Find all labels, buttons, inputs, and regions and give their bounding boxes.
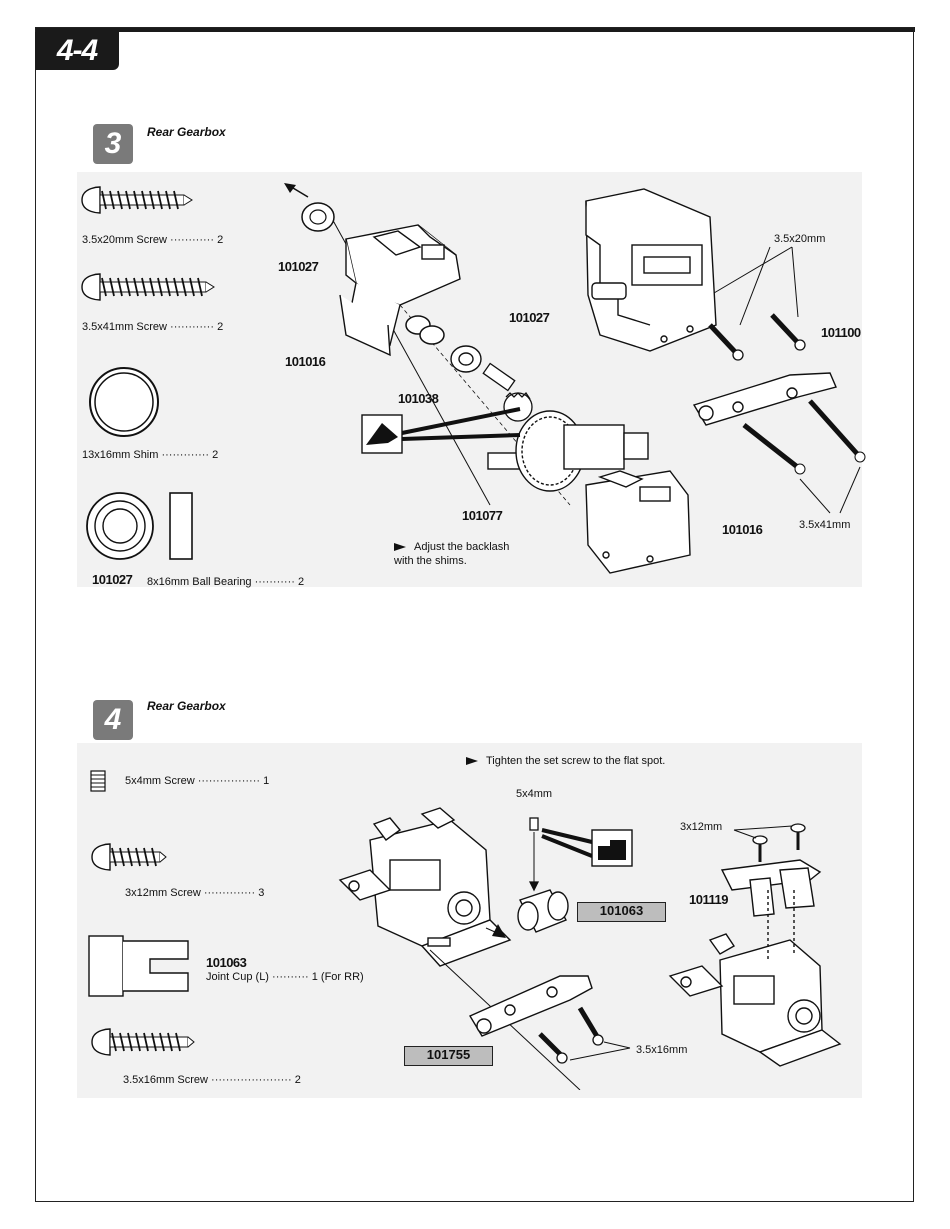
gearbox-right-lower-part <box>585 470 691 574</box>
pinion-gear-part <box>482 362 533 422</box>
callout-101100: 101100 <box>821 325 861 340</box>
part-screw-3-5x41: 3.5x41mm Screw ············ 2 <box>82 321 224 333</box>
part-shim: 13x16mm Shim ············· 2 <box>82 449 219 461</box>
gearbox-left-part <box>339 224 461 357</box>
bracket-101119-part <box>720 859 822 960</box>
screws-3-5x41-part <box>742 399 866 475</box>
ball-bearing-icon <box>86 492 193 560</box>
callout-101016-right: 101016 <box>722 522 763 537</box>
top-rule <box>35 27 915 32</box>
part-set-screw: 5x4mm Screw ················· 1 <box>125 775 270 787</box>
callout-screw-3x12: 3x12mm <box>680 821 723 833</box>
screw-3-5x20-icon <box>81 186 193 214</box>
step-3-title: Rear Gearbox <box>147 125 226 139</box>
step-3-exploded-diagram <box>284 183 866 574</box>
page-number: 4-4 <box>35 32 119 70</box>
hex-wrench-icon <box>541 828 633 867</box>
backlash-icon <box>361 407 521 454</box>
callout-101027-mid: 101027 <box>509 310 550 325</box>
callout-screw-3-5x20: 3.5x20mm <box>774 233 826 245</box>
shims-part <box>405 315 445 345</box>
callout-set-screw-5x4: 5x4mm <box>516 788 553 800</box>
callout-101063: 101063 <box>577 902 666 922</box>
part-joint-cup: Joint Cup (L) ·········· 1 (For RR) <box>206 971 364 983</box>
gearbox-step4-left-part <box>338 807 512 967</box>
callout-screw-3-5x41: 3.5x41mm <box>799 519 851 531</box>
step-4-note: Tighten the set screw to the flat spot. <box>466 755 665 767</box>
bearing-mid-part <box>450 345 482 373</box>
gearbox-assembled-part <box>585 188 717 352</box>
bearing-top-part <box>301 202 335 232</box>
callout-101016-left: 101016 <box>285 354 326 369</box>
callout-101755: 101755 <box>404 1046 493 1066</box>
shim-icon <box>89 367 159 437</box>
step-3-badge: 3 <box>93 124 133 164</box>
callout-101038: 101038 <box>398 391 439 406</box>
part-screw-3-5x16: 3.5x16mm Screw ······················ 2 <box>123 1074 301 1086</box>
note-arrow-icon <box>466 757 478 766</box>
set-screw-part <box>528 817 540 892</box>
callout-101119: 101119 <box>689 892 728 907</box>
brace-101755-part <box>468 975 593 1037</box>
screw-3x12-icon <box>91 843 167 871</box>
joint-cup-part <box>517 889 569 933</box>
joint-cup-icon <box>88 935 189 997</box>
step-4-title: Rear Gearbox <box>147 699 226 713</box>
callout-101027-top: 101027 <box>278 259 319 274</box>
part-bearing: 8x16mm Ball Bearing ··········· 2 <box>147 576 305 588</box>
screws-3-5x20-part <box>708 313 806 361</box>
screws-3x12-part <box>752 823 806 862</box>
part-screw-3-5x20: 3.5x20mm Screw ············ 2 <box>82 234 224 246</box>
differential-part <box>487 410 649 492</box>
set-screw-icon <box>90 770 106 792</box>
callout-101077: 101077 <box>462 508 503 523</box>
note-arrow-icon <box>394 543 406 552</box>
screws-3-5x16-part <box>538 1006 604 1064</box>
step-3-panel <box>77 172 862 587</box>
brace-101100-part <box>692 372 837 426</box>
part-screw-3x12: 3x12mm Screw ·············· 3 <box>125 887 265 899</box>
step-4-badge: 4 <box>93 700 133 740</box>
part-joint-cup-number: 101063 <box>206 955 247 970</box>
page-frame <box>35 27 914 1202</box>
callout-screw-3-5x16: 3.5x16mm <box>636 1044 688 1056</box>
step-3-note: Adjust the backlash with the shims. <box>394 541 510 567</box>
part-bearing-number: 101027 <box>92 572 133 587</box>
screw-3-5x16-icon <box>91 1028 195 1056</box>
step-4-exploded-diagram <box>338 807 842 1090</box>
screw-3-5x41-icon <box>81 273 215 301</box>
gearbox-step4-right-part <box>668 933 842 1067</box>
